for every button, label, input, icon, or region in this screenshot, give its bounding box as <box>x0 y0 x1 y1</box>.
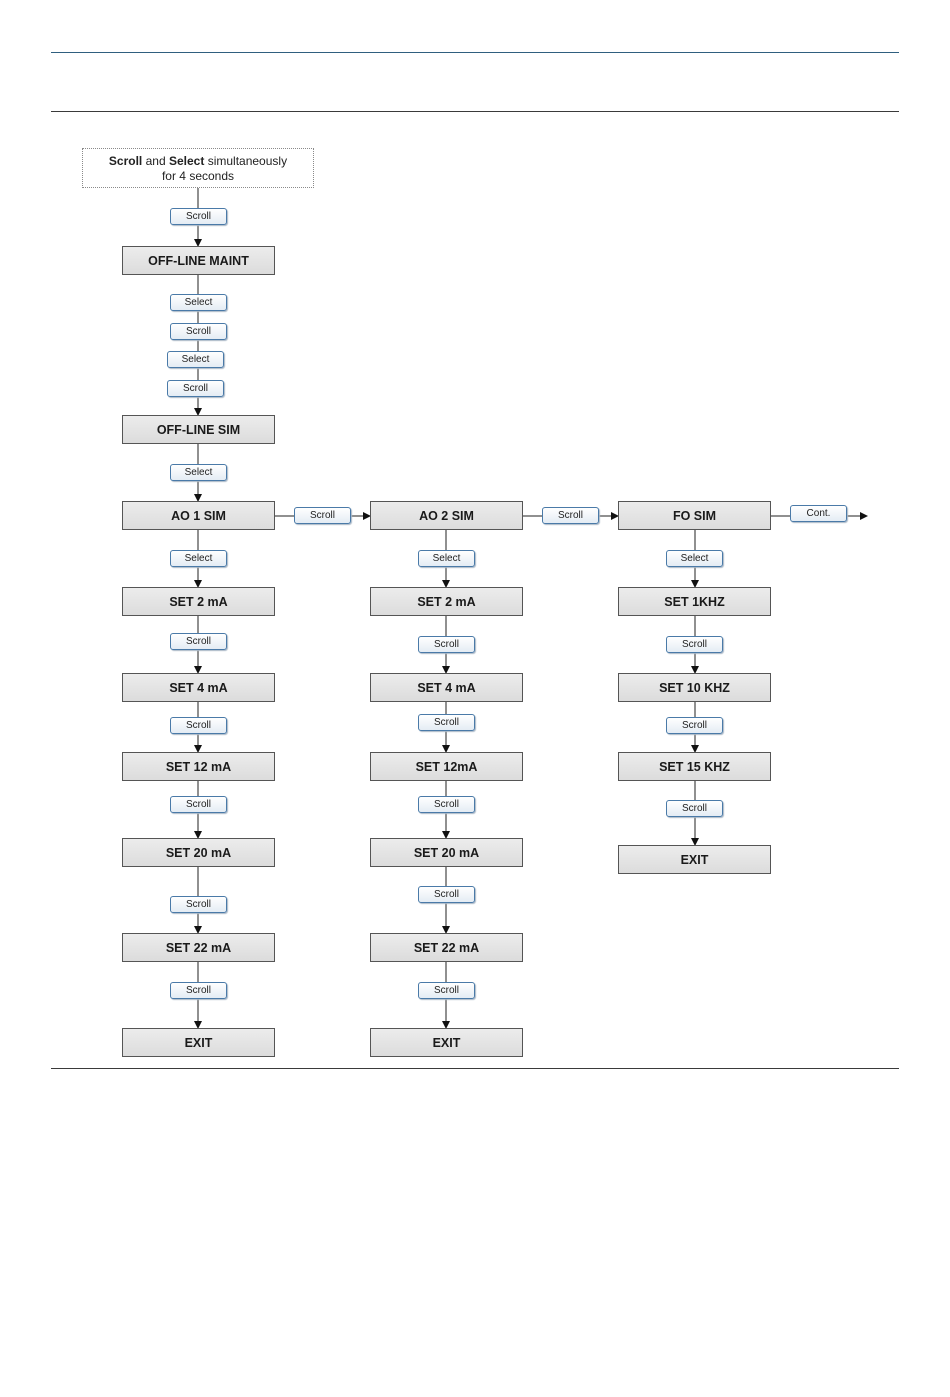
start-instruction: Scroll and Select simultaneously for 4 s… <box>82 148 314 188</box>
key-scroll: Scroll <box>418 796 475 813</box>
start-duration: for 4 seconds <box>161 169 235 183</box>
state-offline-maint: OFF-LINE MAINT <box>122 246 275 275</box>
state-ao1-set-12ma: SET 12 mA <box>122 752 275 781</box>
state-fo-set-1khz: SET 1KHZ <box>618 587 771 616</box>
key-select: Select <box>167 351 224 368</box>
key-scroll: Scroll <box>418 714 475 731</box>
key-scroll: Scroll <box>170 717 227 734</box>
state-offline-sim: OFF-LINE SIM <box>122 415 275 444</box>
state-ao2-set-4ma: SET 4 mA <box>370 673 523 702</box>
key-select: Select <box>418 550 475 567</box>
state-ao1-sim: AO 1 SIM <box>122 501 275 530</box>
key-scroll: Scroll <box>170 896 227 913</box>
state-ao2-sim: AO 2 SIM <box>370 501 523 530</box>
state-ao2-set-22ma: SET 22 mA <box>370 933 523 962</box>
key-scroll: Scroll <box>294 507 351 524</box>
key-select: Select <box>170 464 227 481</box>
state-ao2-set-2ma: SET 2 mA <box>370 587 523 616</box>
state-ao1-set-22ma: SET 22 mA <box>122 933 275 962</box>
start-select-word: Select <box>169 154 205 168</box>
key-scroll: Scroll <box>167 380 224 397</box>
footer-rule <box>51 1068 899 1069</box>
state-fo-exit: EXIT <box>618 845 771 874</box>
key-scroll: Scroll <box>666 717 723 734</box>
key-cont: Cont. <box>790 505 847 522</box>
state-ao1-set-2ma: SET 2 mA <box>122 587 275 616</box>
key-scroll: Scroll <box>418 982 475 999</box>
key-scroll: Scroll <box>170 633 227 650</box>
start-rest-word: simultaneously <box>207 154 288 168</box>
key-scroll: Scroll <box>666 800 723 817</box>
key-select: Select <box>170 550 227 567</box>
start-and-word: and <box>145 154 166 168</box>
state-fo-set-15khz: SET 15 KHZ <box>618 752 771 781</box>
key-select: Select <box>666 550 723 567</box>
state-ao1-exit: EXIT <box>122 1028 275 1057</box>
key-scroll: Scroll <box>542 507 599 524</box>
key-scroll: Scroll <box>418 636 475 653</box>
key-scroll: Scroll <box>170 982 227 999</box>
state-ao2-exit: EXIT <box>370 1028 523 1057</box>
key-scroll: Scroll <box>666 636 723 653</box>
key-select: Select <box>170 294 227 311</box>
state-ao2-set-12ma: SET 12mA <box>370 752 523 781</box>
state-fo-sim: FO SIM <box>618 501 771 530</box>
state-ao2-set-20ma: SET 20 mA <box>370 838 523 867</box>
state-ao1-set-4ma: SET 4 mA <box>122 673 275 702</box>
state-fo-set-10khz: SET 10 KHZ <box>618 673 771 702</box>
header-rule <box>51 52 899 53</box>
key-scroll: Scroll <box>418 886 475 903</box>
key-scroll: Scroll <box>170 208 227 225</box>
key-scroll: Scroll <box>170 323 227 340</box>
key-scroll: Scroll <box>170 796 227 813</box>
section-rule <box>51 111 899 112</box>
state-ao1-set-20ma: SET 20 mA <box>122 838 275 867</box>
start-scroll-word: Scroll <box>108 154 143 168</box>
